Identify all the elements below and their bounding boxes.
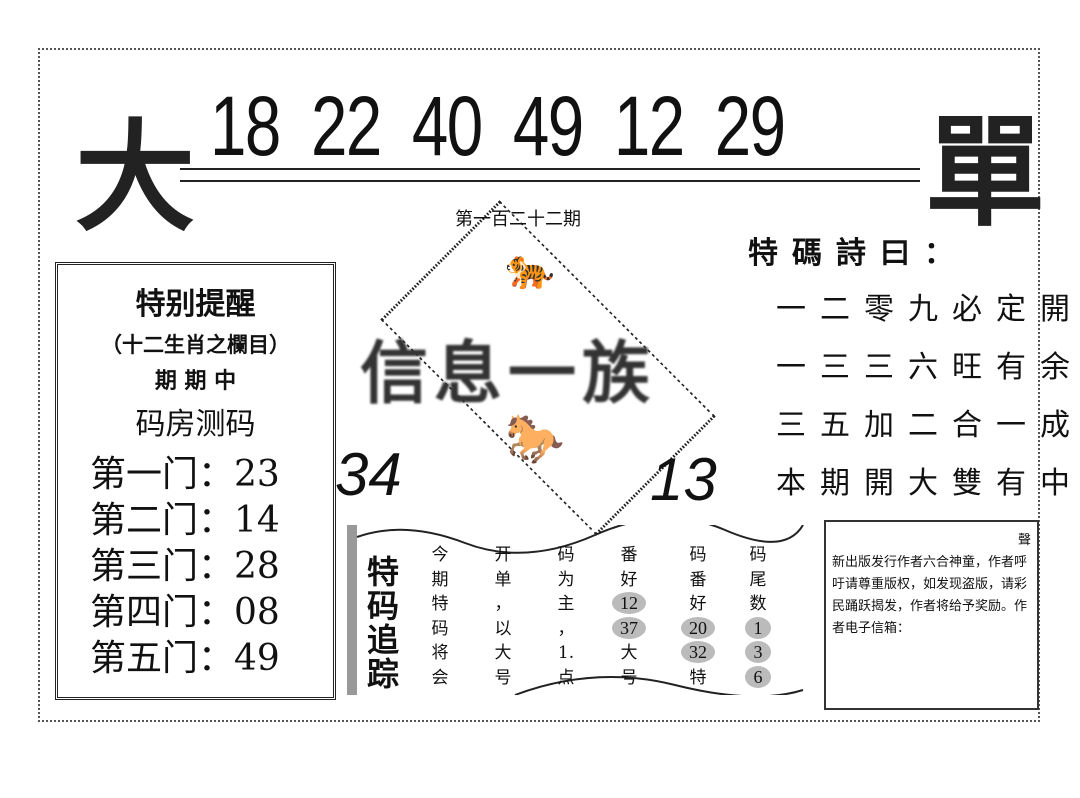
door-row: 第五门：49 [90, 629, 280, 681]
number-ball: 20 [681, 616, 715, 639]
poem-line: 本期開大雙有中 [776, 466, 1080, 501]
notice-box: 聲 新出版发行作者六合神童，作者呼吁请尊重版权，如发现盗版，请彩民踊跃揭发，作者… [824, 520, 1039, 710]
door-value: 23 [234, 454, 280, 495]
poem-line: 一二零九必定開 [776, 292, 1080, 327]
notice-text: 新出版发行作者六合神童，作者呼吁请尊重版权，如发现盗版，请彩民踊跃揭发，作者将给… [832, 555, 1028, 636]
tracking-column: 开单，以大号 [494, 545, 512, 688]
side-number-left: 34 [335, 441, 402, 508]
door-value: 28 [234, 546, 280, 587]
header-numbers: 18 22 40 49 12 29 [210, 78, 816, 175]
tracking-column: 今期特码将会 [431, 545, 449, 688]
poem-line: 三五加二合一成 [776, 408, 1080, 443]
notice-heading: 聲 [1017, 533, 1031, 548]
number: 22 [310, 79, 382, 173]
door-value: 49 [234, 638, 280, 679]
door-label: 第五门： [90, 638, 235, 679]
tracking-title: 特码追踪 [367, 553, 400, 693]
number-ball: 37 [612, 616, 646, 639]
reminder-subtitle: （十二生肖之欄目） [101, 332, 290, 357]
poem-line: 一三三六旺有余 [776, 350, 1080, 385]
number-ball: 12 [612, 592, 646, 614]
door-value: 08 [234, 592, 280, 633]
reminder-line: 期 期 中 [154, 368, 237, 394]
number: 18 [210, 79, 281, 173]
door-row: 第四门：08 [90, 583, 280, 635]
door-row: 第二门：14 [90, 491, 280, 543]
page-border [38, 48, 1040, 722]
issue-label: 第一百二十二期 [455, 209, 581, 230]
center-title: 信息一族 [360, 335, 657, 414]
big-char-right: 單 [925, 104, 1045, 243]
divider [180, 180, 920, 182]
divider [180, 168, 920, 170]
number: 12 [613, 79, 685, 173]
horse-icon: 🐎 [505, 411, 565, 467]
tracking-column: 码为主，1.点 [557, 545, 575, 688]
number: 49 [512, 79, 584, 173]
scroll-outline [347, 525, 804, 695]
door-value: 14 [234, 500, 280, 541]
tiger-icon: 🐅 [505, 246, 555, 292]
reminder-box: 特别提醒 （十二生肖之欄目） 期 期 中 码房测码 第一门：23 第二门：14 … [55, 262, 336, 700]
reminder-line: 码房测码 [135, 407, 256, 442]
door-label: 第二门： [90, 500, 235, 541]
reminder-title: 特别提醒 [135, 287, 256, 322]
door-label: 第四门： [90, 592, 235, 633]
number: 29 [714, 79, 786, 173]
side-number-right: 13 [650, 446, 717, 513]
door-row: 第三门：28 [90, 537, 280, 589]
door-label: 第三门： [90, 546, 235, 587]
poem-title: 特碼詩曰： [748, 236, 968, 271]
door-row: 第一门：23 [90, 445, 280, 497]
number-ball: 6 [745, 665, 771, 688]
number: 40 [411, 79, 483, 173]
number-ball: 32 [681, 641, 715, 663]
door-label: 第一门： [90, 454, 235, 495]
number-ball: 1 [745, 616, 771, 639]
big-char-left: 大 [75, 109, 195, 248]
number-ball: 3 [745, 641, 771, 663]
